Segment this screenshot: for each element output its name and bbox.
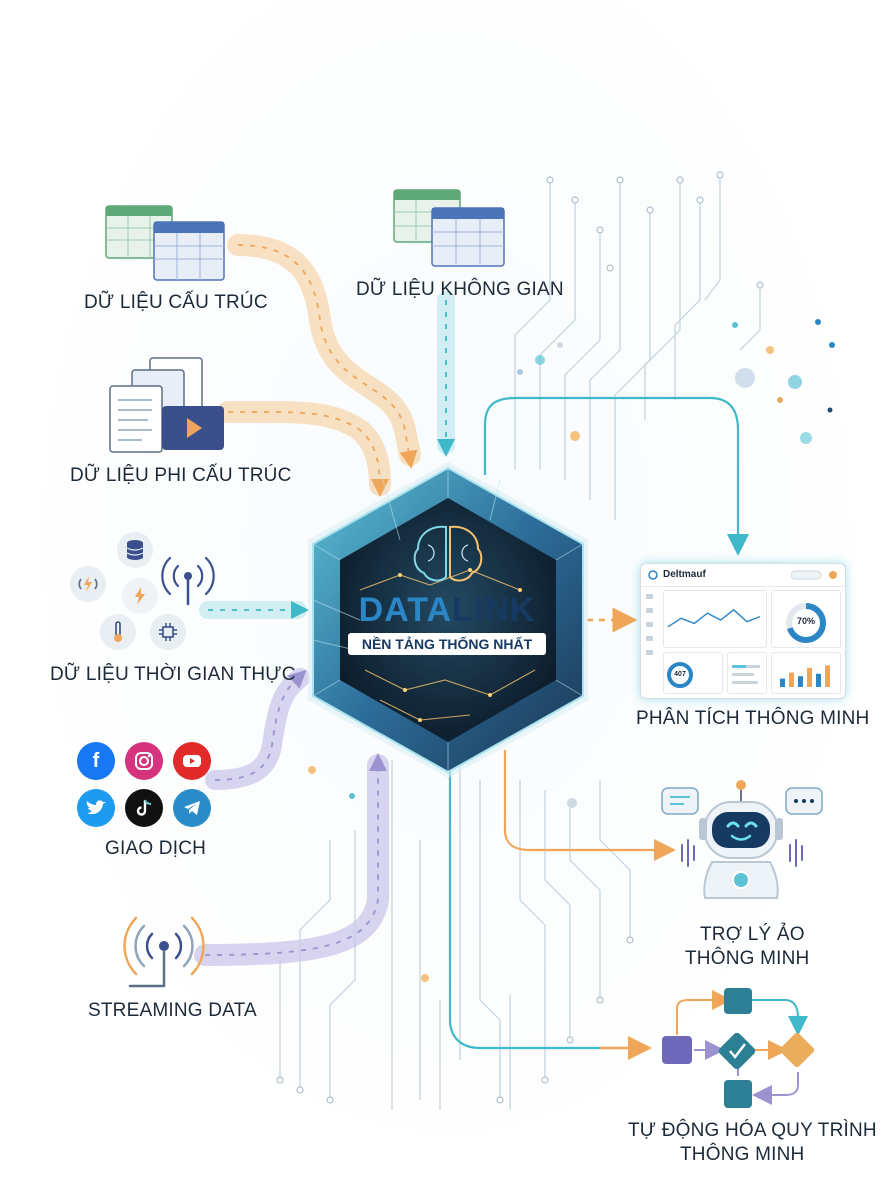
bar-5	[816, 673, 821, 687]
chip-icon	[150, 614, 186, 650]
label-transactions: GIAO DỊCH	[105, 838, 207, 859]
robot-assistant-icon	[661, 780, 823, 899]
label-realtime-data: DỮ LIỆU THỜI GIAN THỰC	[50, 664, 296, 685]
workflow-step-top	[724, 988, 752, 1014]
label-structured-data: DỮ LIỆU CẤU TRÚC	[84, 292, 268, 313]
thermometer-icon	[100, 614, 136, 650]
status-card	[727, 652, 767, 694]
speech-bubble-left	[661, 787, 699, 815]
line-chart	[667, 608, 761, 628]
hub-hexagon	[308, 462, 588, 778]
line-chart-card	[663, 590, 767, 648]
lightning-cloud-icon	[122, 578, 158, 614]
workflow-step-end	[724, 1080, 752, 1108]
brand-name: DATALINK	[344, 591, 550, 630]
bar-4	[807, 667, 812, 687]
label-assistant-line1: TRỢ LÝ ẢO	[700, 924, 805, 945]
bar-2	[789, 672, 794, 687]
wifi-tower-icon	[161, 556, 215, 606]
facebook-icon: f	[77, 742, 115, 780]
brain-icon	[413, 525, 483, 582]
workflow-step-decision	[779, 1032, 815, 1068]
kpi-ring	[667, 662, 693, 688]
database-icon	[117, 532, 153, 568]
telegram-icon	[173, 789, 211, 827]
energy-icon	[70, 566, 106, 602]
workflow-step-check	[718, 1032, 756, 1070]
youtube-icon	[173, 742, 211, 780]
particles	[308, 319, 835, 982]
flow-to-assistant	[503, 750, 676, 861]
instagram-icon	[125, 742, 163, 780]
brand-part-link: LINK	[452, 591, 536, 629]
antenna-icon-streaming	[123, 916, 205, 988]
label-spatial-data: DỮ LIỆU KHÔNG GIAN	[356, 279, 564, 300]
flow-unstructured	[217, 400, 391, 497]
dashboard-logo-icon	[648, 570, 658, 580]
workflow-step-start	[662, 1036, 692, 1064]
label-streaming-data: STREAMING DATA	[88, 1000, 257, 1021]
tiktok-icon	[125, 789, 163, 827]
bar-chart-card	[771, 652, 841, 694]
bar-chart	[780, 665, 830, 687]
label-unstructured-data: DỮ LIỆU PHI CẤU TRÚC	[70, 465, 292, 486]
bar-6	[825, 665, 830, 687]
hub-label: DATALINK NỀN TẢNG THỐNG NHẤT	[344, 591, 550, 659]
bar-1	[780, 678, 785, 687]
automation-workflow	[662, 988, 815, 1108]
spreadsheet-icon-spatial	[393, 189, 505, 267]
label-automation-line2: THÔNG MINH	[680, 1144, 805, 1165]
flow-transactions	[205, 668, 310, 790]
label-smart-analytics: PHÂN TÍCH THÔNG MINH	[636, 708, 870, 729]
status-bars	[732, 665, 760, 684]
line-series	[667, 608, 761, 628]
flow-streaming	[194, 753, 389, 966]
flow-to-analytics	[483, 396, 749, 633]
dashboard-header: Deltmauf	[641, 564, 845, 587]
twitter-icon	[77, 789, 115, 827]
brand-part-data: DATA	[358, 591, 453, 629]
dashboard-user-controls	[791, 570, 837, 580]
hub-subtitle: NỀN TẢNG THỐNG NHẤT	[348, 633, 546, 655]
analytics-dashboard: Deltmauf 70% 407	[640, 563, 846, 699]
gauge-card: 70%	[771, 590, 841, 648]
gauge-chart	[786, 603, 826, 643]
spreadsheet-icon-structured	[105, 205, 225, 281]
flow-to-automation	[448, 770, 652, 1060]
dashboard-sidebar	[646, 594, 653, 655]
flow-structured	[227, 234, 421, 469]
bar-3	[798, 676, 803, 687]
documents-video-icon	[109, 357, 224, 453]
label-assistant-line2: THÔNG MINH	[685, 948, 810, 969]
gauge-value: 70%	[796, 616, 815, 626]
circuit-traces	[279, 175, 761, 1110]
circuit-nodes	[276, 171, 764, 1104]
dashboard-title: Deltmauf	[663, 569, 706, 580]
kpi-card: 407	[663, 652, 723, 694]
kpi-value: 407	[674, 671, 686, 678]
label-automation-line1: TỰ ĐỘNG HÓA QUY TRÌNH	[628, 1120, 877, 1141]
